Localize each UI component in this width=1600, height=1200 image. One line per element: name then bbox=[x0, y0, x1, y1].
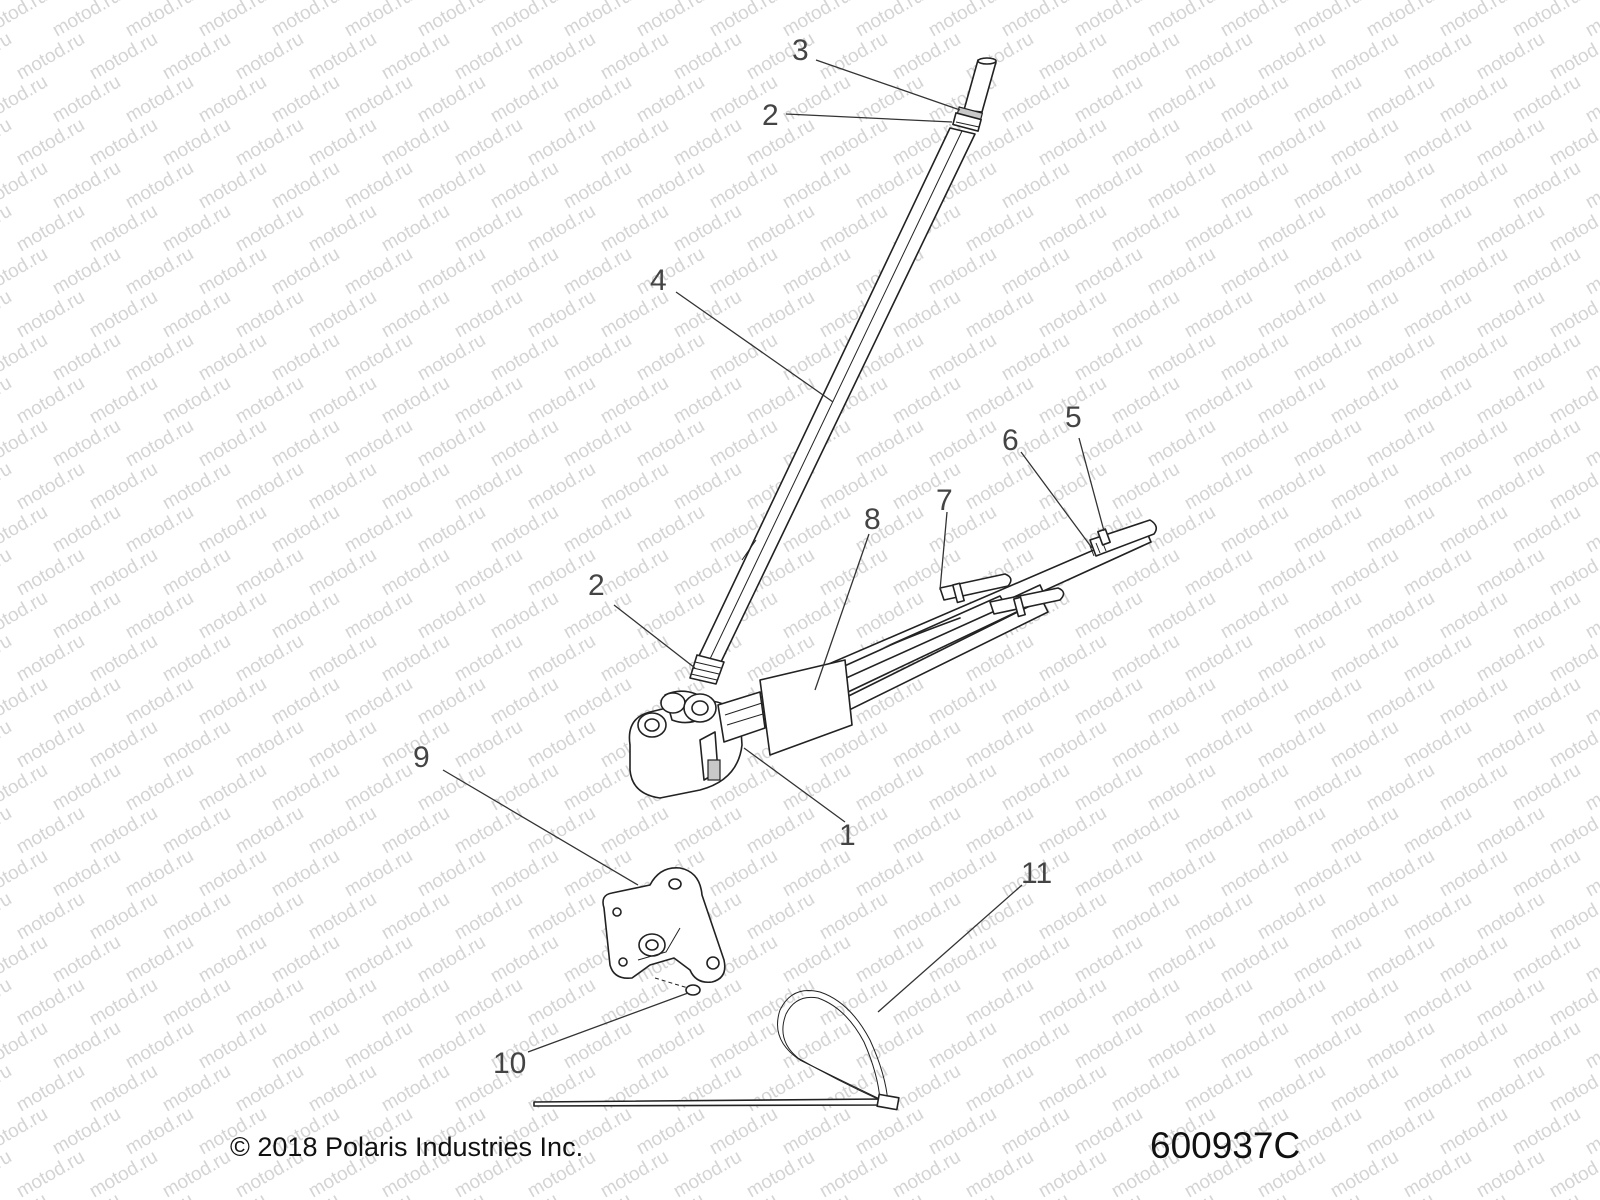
callout-9: 9 bbox=[413, 741, 430, 774]
part-7-hoses bbox=[939, 573, 1065, 618]
callout-3: 3 bbox=[792, 34, 809, 67]
callout-labels: 3 2 4 5 6 7 8 2 9 1 11 10 bbox=[413, 34, 1082, 1080]
callout-8: 8 bbox=[864, 503, 881, 536]
part-4-long-tube bbox=[698, 127, 976, 663]
leader-lines bbox=[442, 59, 1105, 1053]
callout-2-upper: 2 bbox=[762, 99, 779, 132]
part-3-end-fitting bbox=[956, 57, 997, 121]
callout-11: 11 bbox=[1021, 857, 1052, 890]
callout-7: 7 bbox=[936, 484, 953, 517]
callout-5: 5 bbox=[1065, 401, 1082, 434]
part-2-clamp-upper bbox=[952, 112, 982, 132]
callout-1: 1 bbox=[839, 819, 856, 852]
part-8-hose-bundle bbox=[744, 527, 1152, 756]
callout-2-lower: 2 bbox=[588, 569, 605, 602]
diagram-part-number: 600937C bbox=[1150, 1125, 1301, 1166]
part-5-clip bbox=[1097, 528, 1111, 546]
part-2-clamp-lower bbox=[689, 654, 725, 685]
callout-10: 10 bbox=[493, 1047, 526, 1080]
copyright-text: © 2018 Polaris Industries Inc. bbox=[230, 1132, 584, 1162]
part-9-bracket bbox=[602, 867, 726, 984]
part-1-valve-body bbox=[628, 690, 766, 799]
part-11-cable-tie bbox=[533, 990, 900, 1111]
callout-6: 6 bbox=[1002, 424, 1019, 457]
part-10-screw bbox=[654, 977, 701, 996]
callout-4: 4 bbox=[650, 264, 667, 297]
